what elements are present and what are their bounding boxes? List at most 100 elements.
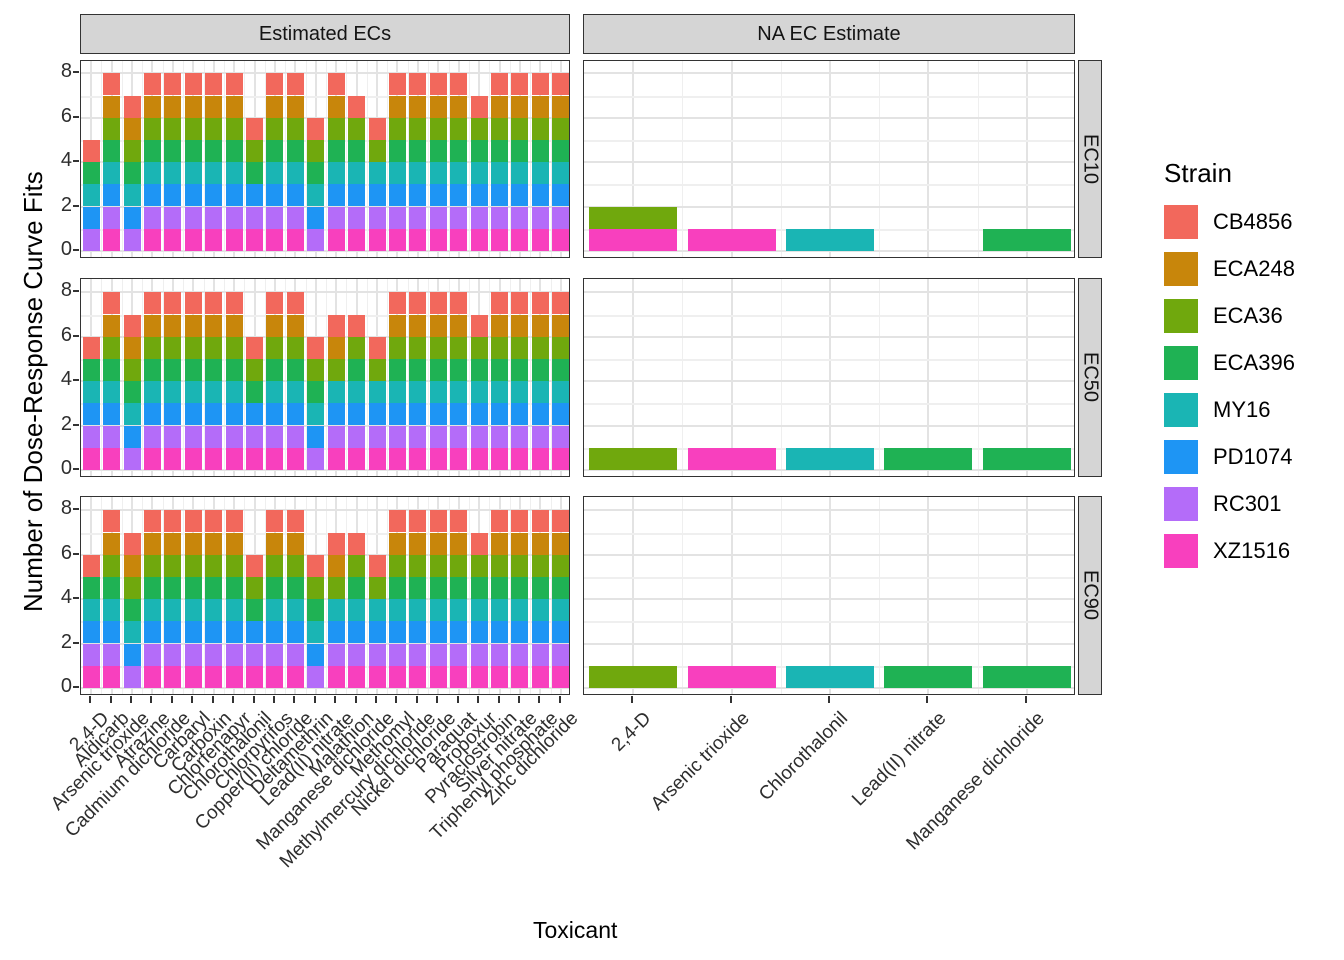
bar-segment-ECA36 xyxy=(287,118,304,140)
gridline-h xyxy=(584,117,1074,119)
bar-segment-RC301 xyxy=(266,644,283,666)
gridline-v-minor xyxy=(449,497,450,694)
bar-segment-PD1074 xyxy=(266,184,283,206)
bar-segment-ECA36 xyxy=(589,207,677,229)
bar-segment-ECA248 xyxy=(430,96,447,118)
gridline-v xyxy=(829,497,831,694)
bar-segment-ECA36 xyxy=(409,337,426,359)
bar-segment-RC301 xyxy=(124,229,141,251)
bar-segment-ECA396 xyxy=(552,140,569,162)
bar-segment-XZ1516 xyxy=(389,666,406,688)
bar-segment-RC301 xyxy=(552,426,569,448)
y-tick-mark xyxy=(73,335,79,337)
bar-segment-MY16 xyxy=(471,599,488,621)
gridline-h-minor xyxy=(584,621,1074,623)
bar-segment-CB4856 xyxy=(511,73,528,95)
bar-segment-ECA248 xyxy=(144,533,161,555)
bar-segment-ECA36 xyxy=(430,555,447,577)
bar-segment-ECA396 xyxy=(884,448,972,470)
bar-segment-PD1074 xyxy=(430,403,447,425)
bar-segment-XZ1516 xyxy=(103,666,120,688)
bar-segment-ECA248 xyxy=(389,533,406,555)
bar-segment-ECA248 xyxy=(205,533,222,555)
bar-segment-ECA396 xyxy=(389,140,406,162)
bar-segment-MY16 xyxy=(103,162,120,184)
bar-segment-MY16 xyxy=(786,666,874,688)
gridline-v-minor xyxy=(224,61,225,257)
bar-segment-XZ1516 xyxy=(226,448,243,470)
bar-segment-CB4856 xyxy=(450,292,467,314)
x-tick-mark xyxy=(1025,696,1027,703)
x-tick-mark xyxy=(416,696,418,703)
gridline-v xyxy=(829,279,831,476)
y-tick-mark xyxy=(73,249,79,251)
bar-segment-ECA396 xyxy=(348,359,365,381)
bar-segment-CB4856 xyxy=(450,73,467,95)
legend-label: ECA396 xyxy=(1213,350,1295,375)
gridline-v-minor xyxy=(408,279,409,476)
bar-segment-ECA396 xyxy=(491,359,508,381)
bar-segment-CB4856 xyxy=(205,292,222,314)
bar-segment-ECA396 xyxy=(144,577,161,599)
gridline-v-minor xyxy=(183,279,184,476)
facet-row-strip-label: EC10 xyxy=(1079,133,1102,185)
bar-segment-RC301 xyxy=(389,644,406,666)
gridline-v-minor xyxy=(978,61,979,257)
bar-segment-XZ1516 xyxy=(185,666,202,688)
bar-segment-ECA396 xyxy=(491,140,508,162)
legend-swatch-PD1074 xyxy=(1164,440,1198,474)
legend-entry: ECA396 xyxy=(1164,346,1295,380)
panel-EC50-estimated xyxy=(80,278,570,477)
gridline-h-minor xyxy=(584,96,1074,98)
y-tick-label: 2 xyxy=(60,413,72,435)
bar-segment-XZ1516 xyxy=(226,666,243,688)
bar-segment-RC301 xyxy=(511,644,528,666)
bar-segment-ECA36 xyxy=(511,118,528,140)
gridline-v-minor xyxy=(326,61,327,257)
gridline-h xyxy=(81,72,569,74)
bar-segment-PD1074 xyxy=(103,184,120,206)
bar-segment-MY16 xyxy=(430,599,447,621)
bar-segment-ECA396 xyxy=(430,577,447,599)
gridline-v-minor xyxy=(224,279,225,476)
x-tick-mark xyxy=(477,696,479,703)
bar-segment-ECA248 xyxy=(532,315,549,337)
x-tick-mark xyxy=(89,696,91,703)
bar-segment-PD1074 xyxy=(511,621,528,643)
bar-segment-MY16 xyxy=(491,381,508,403)
bar-segment-PD1074 xyxy=(185,621,202,643)
bar-segment-PD1074 xyxy=(552,184,569,206)
bar-segment-XZ1516 xyxy=(205,666,222,688)
bar-segment-PD1074 xyxy=(226,184,243,206)
bar-segment-MY16 xyxy=(144,599,161,621)
bar-segment-PD1074 xyxy=(389,403,406,425)
bar-segment-MY16 xyxy=(226,599,243,621)
bar-segment-ECA248 xyxy=(103,96,120,118)
bar-segment-PD1074 xyxy=(471,621,488,643)
bar-segment-ECA36 xyxy=(511,555,528,577)
gridline-v xyxy=(1026,497,1028,694)
gridline-v-minor xyxy=(551,279,552,476)
bar-segment-MY16 xyxy=(450,599,467,621)
bar-segment-MY16 xyxy=(124,184,141,206)
bar-segment-CB4856 xyxy=(409,292,426,314)
bar-segment-ECA396 xyxy=(532,359,549,381)
bar-segment-CB4856 xyxy=(226,73,243,95)
gridline-h xyxy=(81,643,569,645)
gridline-h xyxy=(584,380,1074,382)
bar-segment-ECA36 xyxy=(266,337,283,359)
gridline-v-minor xyxy=(510,497,511,694)
gridline-h xyxy=(584,554,1074,556)
bar-segment-CB4856 xyxy=(491,292,508,314)
gridline-v-minor xyxy=(265,497,266,694)
bar-segment-ECA36 xyxy=(328,359,345,381)
bar-segment-RC301 xyxy=(552,207,569,229)
bar-segment-RC301 xyxy=(511,426,528,448)
bar-segment-XZ1516 xyxy=(688,448,776,470)
bar-segment-ECA36 xyxy=(491,555,508,577)
panel-EC10-na xyxy=(583,60,1075,258)
bar-segment-XZ1516 xyxy=(389,448,406,470)
bar-segment-PD1074 xyxy=(450,403,467,425)
gridline-v xyxy=(731,279,733,476)
gridline-v-minor xyxy=(510,61,511,257)
